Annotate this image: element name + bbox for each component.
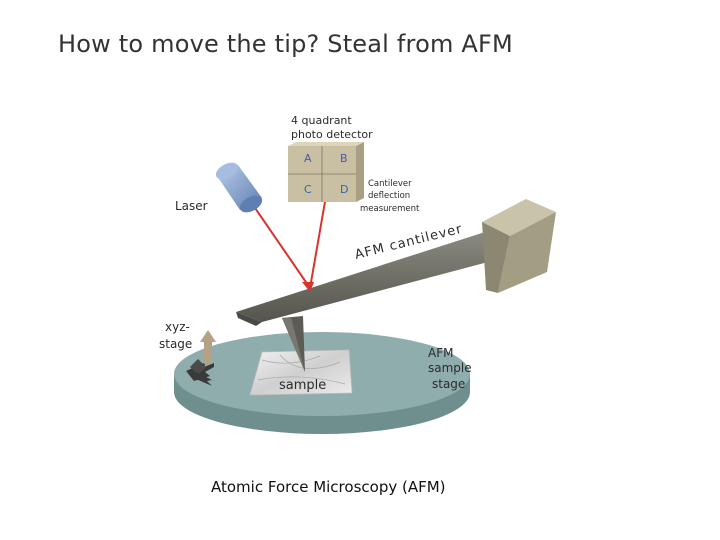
xyz-label-line1: xyz- (165, 320, 190, 334)
laser-icon (215, 162, 263, 213)
stage-label-line3: stage (432, 377, 465, 391)
quadrant-d: D (340, 183, 348, 196)
sample (249, 349, 353, 396)
stage-label-line2: sample (428, 361, 472, 375)
deflection-line3: measurement (360, 204, 420, 214)
xyz-label-line2: stage (159, 337, 192, 351)
sample-label: sample (279, 378, 326, 393)
photo-detector (288, 142, 364, 202)
xyz-arrows-icon (186, 330, 216, 386)
deflection-line2: deflection (368, 191, 410, 201)
detector-label-line1: 4 quadrant (291, 114, 352, 127)
laser-label: Laser (175, 199, 208, 213)
quadrant-a: A (304, 152, 312, 165)
stage-label-line1: AFM (428, 346, 453, 360)
deflection-line1: Cantilever (368, 179, 412, 189)
detector-label-line2: photo detector (291, 128, 373, 141)
afm-cantilever (236, 232, 488, 372)
cantilever-chip (482, 199, 556, 293)
quadrant-b: B (340, 152, 348, 165)
slide-title: How to move the tip? Steal from AFM (58, 30, 513, 58)
quadrant-c: C (304, 183, 312, 196)
figure-caption: Atomic Force Microscopy (AFM) (211, 478, 446, 496)
